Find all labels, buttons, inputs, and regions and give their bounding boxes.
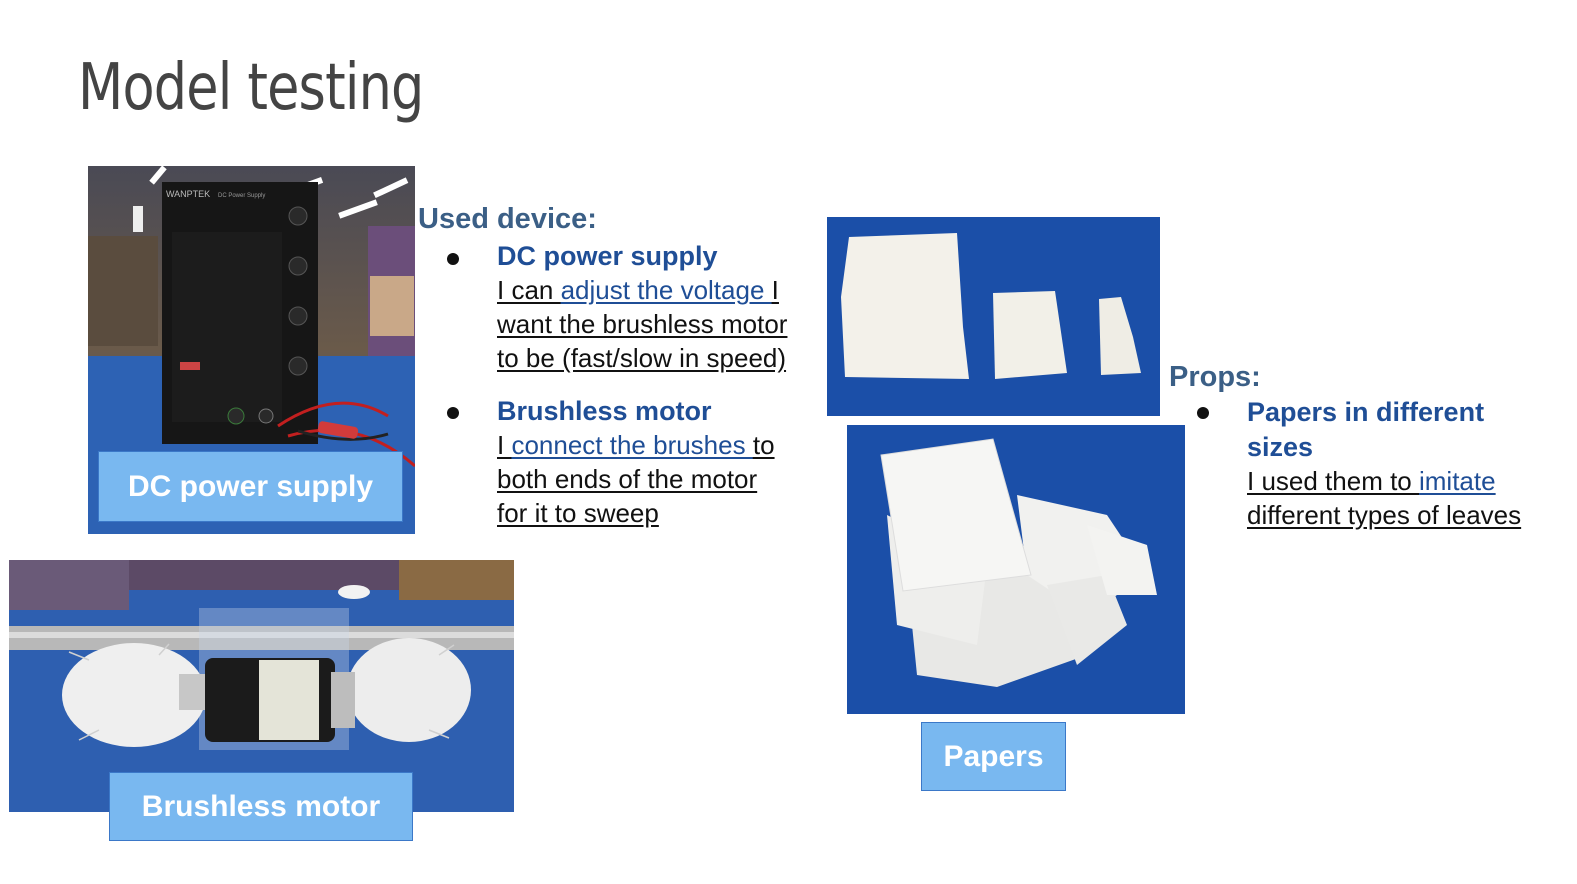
bullet-dot [1197,407,1209,419]
device-model-text: DC Power Supply [218,193,265,199]
brushless-motor-caption: Brushless motor [109,772,413,841]
desc-highlight: imitate [1418,466,1496,496]
desc-text: I [497,430,512,460]
papers-caption-text: Papers [943,739,1044,773]
bullet-dot [447,253,459,265]
papers-item-title: Papers in different sizes [1247,395,1484,465]
brushless-motor-caption-text: Brushless motor [141,789,381,823]
desc-line: for it to sweep [497,498,659,528]
used-device-heading: Used device: [418,203,597,235]
dc-power-supply-item-title: DC power supply [497,241,718,271]
brushless-motor-photo [9,560,514,812]
dc-power-supply-description: I can adjust the voltage I want the brus… [497,273,787,375]
desc-line: different types of leaves [1247,500,1522,530]
desc-line: to be (fast/slow in speed) [497,343,787,373]
papers-item-title-line: Papers in different [1247,397,1485,427]
slide-title: Model testing [78,51,424,125]
dc-power-supply-caption-text: DC power supply [127,469,374,503]
dc-power-supply-photo: WANPTEK DC Power Supply [88,166,415,534]
desc-highlight: adjust the voltage [560,275,772,305]
desc-line: want the brushless motor [497,309,788,339]
desc-line: both ends of the motor [497,464,758,494]
dc-power-supply-caption: DC power supply [98,451,403,522]
desc-text: to [752,430,775,460]
desc-highlight: connect the brushes [511,430,753,460]
papers-item-title-line: sizes [1247,432,1314,462]
papers-sizes-photo [827,217,1160,416]
papers-caption: Papers [921,722,1066,791]
papers-pile-photo [847,425,1185,714]
desc-text: I can [497,275,561,305]
brushless-motor-item-title: Brushless motor [497,396,712,426]
desc-text: I used them to [1247,466,1419,496]
device-brand-text: WANPTEK [166,189,210,199]
desc-text: I [771,275,779,305]
brushless-motor-description: I connect the brushes to both ends of th… [497,428,775,530]
papers-description: I used them to imitate different types o… [1247,464,1521,532]
bullet-dot [447,407,459,419]
props-heading: Props: [1169,361,1261,393]
